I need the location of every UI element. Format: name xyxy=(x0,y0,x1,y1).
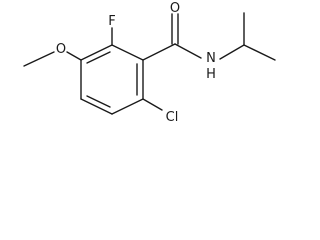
ring-bond-c1-c2 xyxy=(111,44,144,61)
bond-o-ch3 xyxy=(23,51,55,67)
atom-label-cl: Cl xyxy=(166,110,179,125)
ring-bond-c2-c3 xyxy=(80,44,113,61)
structure-canvas: O N H F O Cl xyxy=(23,1,276,125)
bond-ring-cl xyxy=(142,98,163,111)
ring-bond-c4-c5 xyxy=(80,98,113,115)
bond-carbonyl-n xyxy=(174,43,202,59)
bond-ring-o xyxy=(66,51,82,61)
benzene-ring xyxy=(80,44,144,115)
atom-label-n: N xyxy=(206,51,216,66)
ring-double-bond-c2-c3 xyxy=(86,51,111,64)
atom-label-h: H xyxy=(206,67,216,82)
methoxy-group xyxy=(23,51,82,67)
amide-group xyxy=(142,13,202,61)
chemical-structure: O N H F O Cl xyxy=(23,1,276,125)
bond-ring-carbonyl xyxy=(142,43,176,61)
ring-bond-c5-c6 xyxy=(111,98,144,115)
atom-label-o-carbonyl: O xyxy=(170,1,180,16)
bond-ch-me-right xyxy=(243,44,276,61)
ring-double-bond-c4-c5 xyxy=(86,95,111,108)
bond-n-ch xyxy=(219,44,245,60)
isopropyl-group xyxy=(219,12,276,61)
atom-label-f: F xyxy=(108,14,115,29)
atom-label-o-methoxy: O xyxy=(56,42,66,57)
